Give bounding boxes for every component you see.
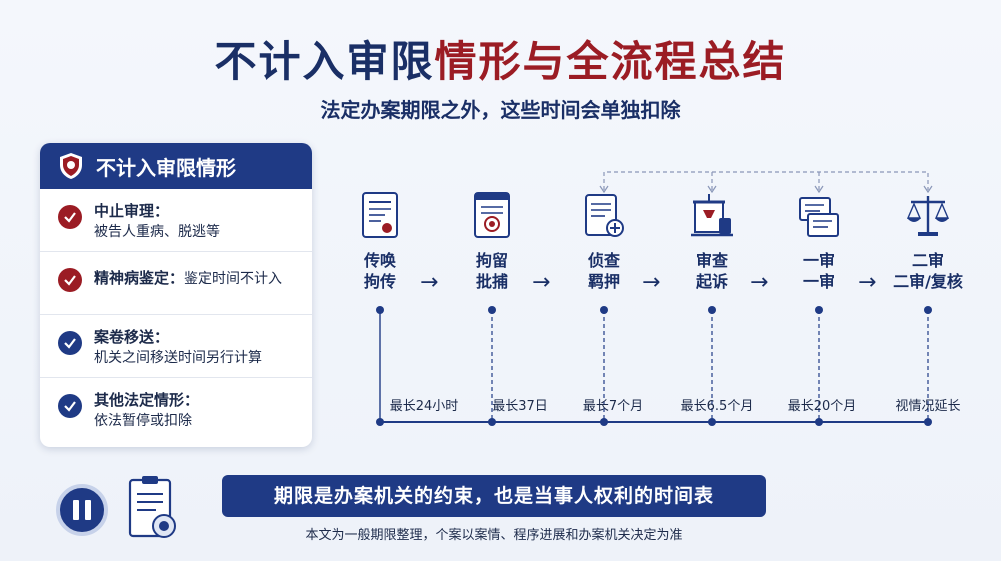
title-part2: 情形与全流程总结	[434, 37, 787, 86]
stage-line2: 二审/复核	[893, 272, 963, 291]
item-desc: 机关之间移送时间另行计算	[94, 350, 262, 366]
document-plus-icon	[585, 194, 624, 237]
document-icon	[362, 192, 398, 238]
card-title: 不计入审限情形	[96, 155, 236, 180]
item-desc: 鉴定时间不计入	[184, 271, 283, 287]
duration-label: 最长20个月	[787, 399, 857, 414]
card-item-suspension: 中止审理： 被告人重病、脱逃等	[40, 189, 312, 252]
stage-line2: 一审	[802, 272, 835, 291]
flow-arrow: →	[420, 270, 439, 295]
stage-investigation: 侦查羁押	[554, 190, 654, 292]
stage-line2: 羁押	[587, 272, 620, 291]
flow-arrow: →	[642, 270, 661, 295]
stage-prosecution-review: 审查起诉	[662, 190, 762, 292]
duration-label: 最长6.5个月	[680, 399, 754, 414]
duration-label: 最长7个月	[582, 399, 644, 414]
shield-icon	[60, 153, 82, 179]
check-icon	[58, 394, 82, 418]
stage-line2: 批捕	[475, 272, 508, 291]
page-title: 不计入审限情形与全流程总结	[0, 28, 1001, 89]
item-key: 中止审理：	[94, 202, 170, 220]
flow-arrow: →	[750, 270, 769, 295]
duration-label: 最长37日	[492, 399, 548, 414]
duration-label: 视情况延长	[895, 399, 961, 414]
item-desc: 被告人重病、脱逃等	[94, 224, 220, 240]
exclusion-card: 不计入审限情形 中止审理： 被告人重病、脱逃等 精神病鉴定：鉴定时间不计入 案卷移…	[40, 143, 312, 447]
pause-icon	[56, 484, 108, 536]
card-header: 不计入审限情形	[40, 143, 312, 189]
stage-line1: 拘留	[475, 251, 508, 270]
documents-icon	[799, 197, 839, 237]
stage-line1: 一审	[802, 251, 835, 270]
document-seal-icon	[474, 192, 510, 238]
card-item-transfer: 案卷移送： 机关之间移送时间另行计算	[40, 315, 312, 378]
flow-arrow: →	[858, 270, 877, 295]
page-subtitle: 法定办案期限之外，这些时间会单独扣除	[320, 98, 681, 122]
card-item-psychiatric: 精神病鉴定：鉴定时间不计入	[40, 252, 312, 315]
desk-lamp-icon	[691, 194, 733, 237]
summary-banner: 期限是办案机关的约束，也是当事人权利的时间表	[222, 475, 766, 517]
duration-label: 最长24小时	[389, 399, 459, 414]
stage-line2: 起诉	[695, 272, 728, 291]
check-icon	[58, 268, 82, 292]
stage-line1: 审查	[695, 251, 728, 270]
check-icon	[58, 331, 82, 355]
check-icon	[58, 205, 82, 229]
stage-first-instance: 一审一审	[769, 190, 869, 292]
item-key: 案卷移送：	[94, 328, 170, 346]
title-part1: 不计入审限	[214, 37, 435, 86]
flow-arrow: →	[532, 270, 551, 295]
stage-line1: 二审	[911, 251, 944, 270]
card-item-other: 其他法定情形： 依法暂停或扣除	[40, 378, 312, 441]
disclaimer-note: 本文为一般期限整理，个案以案情、程序进展和办案机关决定为准	[305, 528, 683, 543]
stage-line1: 侦查	[587, 251, 620, 270]
item-key: 其他法定情形：	[94, 391, 200, 409]
stage-second-instance: 二审二审/复核	[878, 190, 978, 292]
stage-detention: 拘留批捕	[442, 190, 542, 292]
item-key: 精神病鉴定：	[94, 269, 185, 287]
scales-icon	[906, 196, 950, 236]
stage-summons: 传唤拘传	[330, 190, 430, 292]
stage-line2: 拘传	[363, 272, 396, 291]
item-desc: 依法暂停或扣除	[94, 413, 192, 429]
stage-line1: 传唤	[363, 251, 396, 270]
document-stamp-icon	[128, 476, 176, 538]
